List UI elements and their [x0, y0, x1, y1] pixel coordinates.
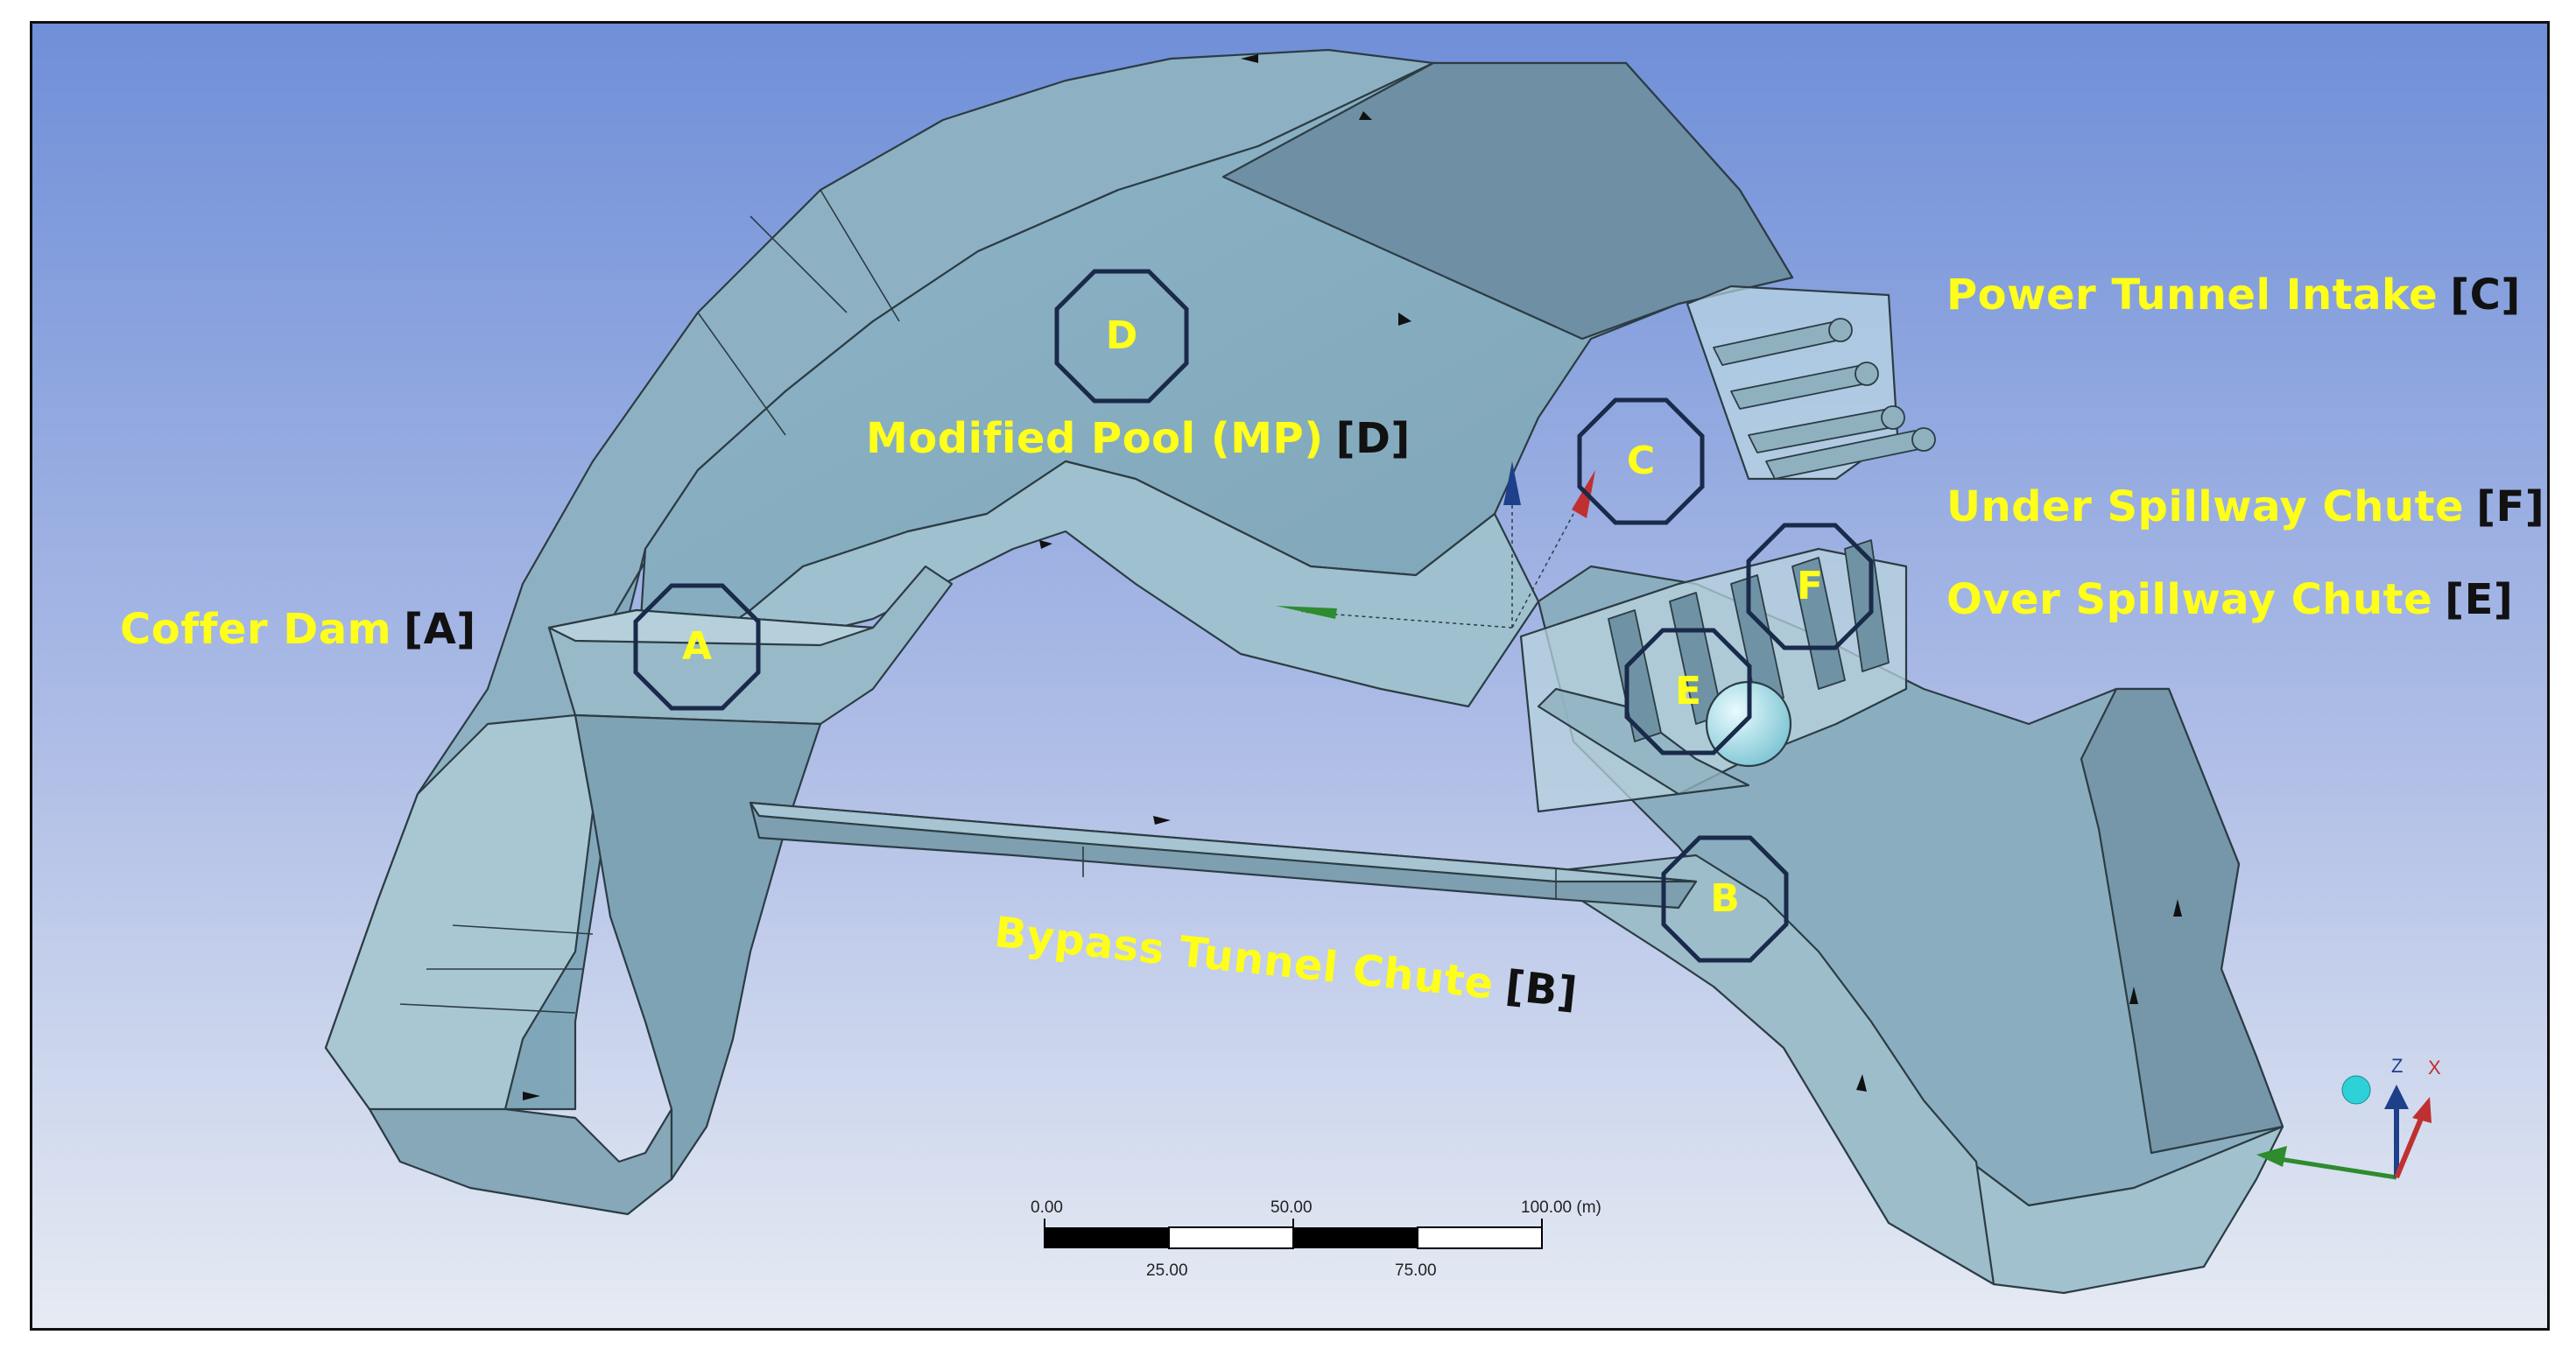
triad-y-arrow-icon: [2256, 1146, 2287, 1167]
intake-tubes: [1713, 318, 1936, 480]
marker-octagons: [633, 269, 1874, 963]
channel-model: [324, 48, 2284, 1295]
triad-isometric-ball-icon[interactable]: [2341, 1075, 2371, 1105]
origin-axes: [1276, 461, 1595, 629]
scale-bar: 0.00 50.00 100.00 (m) 25.00 75.00: [1031, 1198, 1601, 1280]
marker-c-octagon[interactable]: [1577, 397, 1705, 525]
marker-d-letter: D: [1106, 313, 1138, 358]
marker-e-letter: E: [1675, 669, 1701, 713]
marker-d-octagon[interactable]: [1054, 269, 1189, 404]
bypass-tunnel-top: [749, 801, 1698, 883]
model-viewport[interactable]: D C A F E B 0.00 50.00 100.00 (m) 25.00 …: [32, 24, 2547, 1328]
model-edge-lines: [399, 189, 1557, 1014]
scale-tick-75: 75.00: [1395, 1261, 1437, 1280]
viewport-frame: D C A F E B 0.00 50.00 100.00 (m) 25.00 …: [30, 21, 2550, 1331]
label-power-tunnel-tag: [C]: [2450, 271, 2521, 320]
label-under-spillway-tag: [F]: [2476, 482, 2545, 531]
marker-f-octagon[interactable]: [1746, 523, 1874, 650]
triad-z-arrow-icon: [2384, 1085, 2409, 1109]
triad-x-arrow-icon: [2412, 1097, 2432, 1123]
origin-z-arrow-icon: [1503, 461, 1521, 505]
label-under-spillway: Under Spillway Chute[F]: [1946, 482, 2544, 531]
coffer-dam-top: [547, 608, 875, 647]
marker-c-letter: C: [1627, 439, 1655, 483]
label-power-tunnel: Power Tunnel Intake[C]: [1946, 271, 2521, 320]
scale-tick-50: 50.00: [1270, 1198, 1313, 1217]
origin-y-arrow-icon: [1276, 606, 1337, 619]
spillway-block-side: [1537, 687, 1750, 796]
label-under-spillway-text: Under Spillway Chute: [1946, 482, 2465, 531]
scale-tick-100: 100.00 (m): [1521, 1198, 1601, 1217]
label-over-spillway-tag: [E]: [2445, 575, 2514, 624]
triad-x-label: X: [2428, 1057, 2441, 1078]
marker-a-octagon[interactable]: [633, 583, 761, 711]
right-channel-end: [1957, 1125, 2284, 1295]
outflow-channel: [1537, 854, 1995, 1286]
marker-a-letter: A: [682, 624, 712, 669]
label-coffer-dam-text: Coffer Dam: [120, 605, 392, 654]
upper-slab: [1221, 61, 1794, 341]
label-power-tunnel-text: Power Tunnel Intake: [1946, 271, 2439, 320]
scale-tick-0: 0.00: [1031, 1198, 1063, 1217]
origin-x-arrow-icon: [1572, 470, 1595, 518]
label-modified-pool: Modified Pool (MP)[D]: [866, 414, 1411, 463]
label-modified-pool-tag: [D]: [1335, 414, 1411, 463]
marker-b-octagon[interactable]: [1661, 835, 1789, 963]
orientation-triad[interactable]: Z X: [2256, 1055, 2441, 1180]
marker-e-octagon[interactable]: [1624, 628, 1752, 755]
label-modified-pool-text: Modified Pool (MP): [866, 414, 1324, 463]
scale-tick-25: 25.00: [1146, 1261, 1188, 1280]
label-coffer-dam-tag: [A]: [404, 605, 476, 654]
label-bypass-tunnel-tag: [B]: [1503, 961, 1580, 1018]
edge-arrows: [523, 54, 2182, 1100]
label-over-spillway-text: Over Spillway Chute: [1946, 575, 2433, 624]
label-over-spillway: Over Spillway Chute[E]: [1946, 575, 2513, 624]
marker-b-letter: B: [1710, 876, 1740, 921]
triad-z-label: Z: [2391, 1055, 2403, 1077]
marker-f-letter: F: [1797, 564, 1823, 608]
label-coffer-dam: Coffer Dam[A]: [120, 605, 476, 654]
